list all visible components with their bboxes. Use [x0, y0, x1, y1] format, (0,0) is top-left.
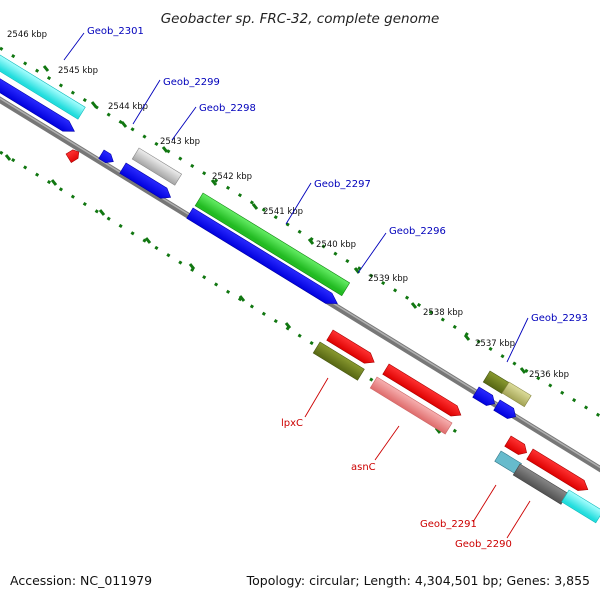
tick-label: 2544 kbp [108, 102, 148, 112]
map-title: Geobacter sp. FRC-32, complete genome [161, 11, 440, 27]
gene-arrow-blue[interactable] [493, 399, 519, 422]
tick-label: 2537 kbp [475, 339, 515, 349]
gene-geob-2296-arrow[interactable] [186, 207, 341, 309]
accession-text: Accession: NC_011979 [10, 573, 153, 588]
tick-label: 2541 kbp [263, 207, 303, 217]
topology-text: Topology: circular; Length: 4,304,501 bp… [246, 573, 590, 588]
gene-lpxc-bar[interactable] [312, 341, 365, 381]
gene-arrow-blue[interactable] [0, 74, 78, 136]
gene-arrow-red[interactable] [382, 363, 464, 420]
tick-label: 2536 kbp [529, 370, 569, 380]
gene-label-geob-2298[interactable]: Geob_2298 [199, 103, 256, 114]
gene-label-geob-2301[interactable]: Geob_2301 [87, 26, 144, 37]
gene-arrow-blue[interactable] [472, 386, 498, 409]
gene-label-geob-2293[interactable]: Geob_2293 [531, 313, 588, 324]
tick-label: 2539 kbp [368, 274, 408, 284]
tick-label: 2540 kbp [316, 240, 356, 250]
gene-geob-2298-bar[interactable] [131, 147, 183, 186]
gene-asnc-bar[interactable] [369, 376, 453, 435]
tick-label: 2545 kbp [58, 66, 98, 76]
gene-label-geob-2290[interactable]: Geob_2290 [455, 539, 512, 550]
gene-geob-2297-bar[interactable] [194, 192, 351, 297]
tick-label: 2543 kbp [160, 137, 200, 147]
major-ticks-outer [42, 65, 527, 374]
tick-labels: 2546 kbp 2545 kbp 2544 kbp 2543 kbp 2542… [7, 30, 569, 380]
tick-track-outer [0, 46, 600, 418]
gene-arrow-red[interactable] [326, 329, 378, 367]
gene-label-geob-2291[interactable]: Geob_2291 [420, 519, 477, 530]
gene-label-asnc[interactable]: asnC [351, 462, 376, 473]
gene-khaki-bar[interactable] [501, 381, 532, 408]
gene-label-geob-2297[interactable]: Geob_2297 [314, 179, 371, 190]
tick-label: 2546 kbp [7, 30, 47, 40]
gene-arrow-red[interactable] [504, 435, 530, 458]
gene-label-geob-2299[interactable]: Geob_2299 [163, 77, 220, 88]
gene-geob-2290-bar[interactable] [561, 489, 600, 524]
callout-lines-blue [63, 32, 529, 363]
gene-geob-2301-bar[interactable] [0, 54, 86, 120]
tick-label: 2542 kbp [212, 172, 252, 182]
callout-lines-red [304, 377, 531, 539]
gene-arrow-red[interactable] [526, 448, 591, 495]
gene-label-lpxc[interactable]: lpxC [281, 418, 303, 429]
gene-arrow-blue-small[interactable] [98, 149, 116, 166]
gene-arrow-red-small[interactable] [65, 148, 81, 163]
tick-label: 2538 kbp [423, 308, 463, 318]
gene-label-geob-2296[interactable]: Geob_2296 [389, 226, 446, 237]
gene-arrow-blue[interactable] [119, 162, 174, 202]
